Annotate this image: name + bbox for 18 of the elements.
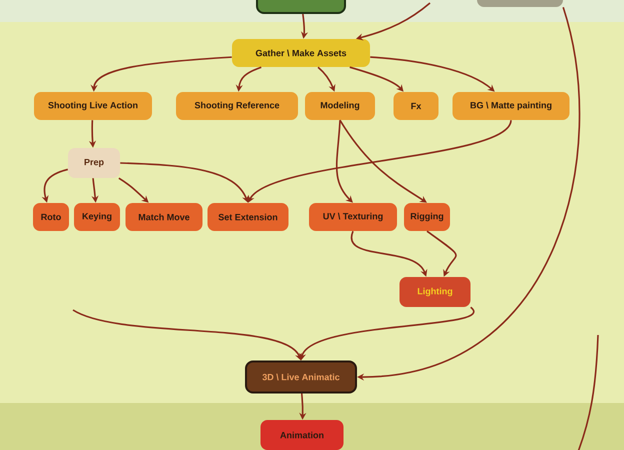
process-box: Shooting Reference [176,92,298,120]
process-box: Gather \ Make Assets [232,39,370,67]
process-box: 3D \ Live Animatic [245,360,357,394]
process-box: Modeling [305,92,375,120]
process-box: Match Move [126,203,202,231]
process-box: Lighting [400,277,470,307]
process-box: Keying [74,203,120,231]
process-box: Roto [33,203,69,231]
process-box: Rigging [404,203,450,231]
process-box: Animation [260,420,344,450]
process-box: Fx [394,92,438,120]
process-box: Prep [68,148,120,178]
process-box: Set Extension [208,203,288,231]
process-box [256,0,346,14]
process-box: BG \ Matte painting [452,92,570,120]
process-box: Shooting Live Action [34,92,152,120]
process-box [477,0,563,7]
process-box: UV \ Texturing [309,203,397,231]
